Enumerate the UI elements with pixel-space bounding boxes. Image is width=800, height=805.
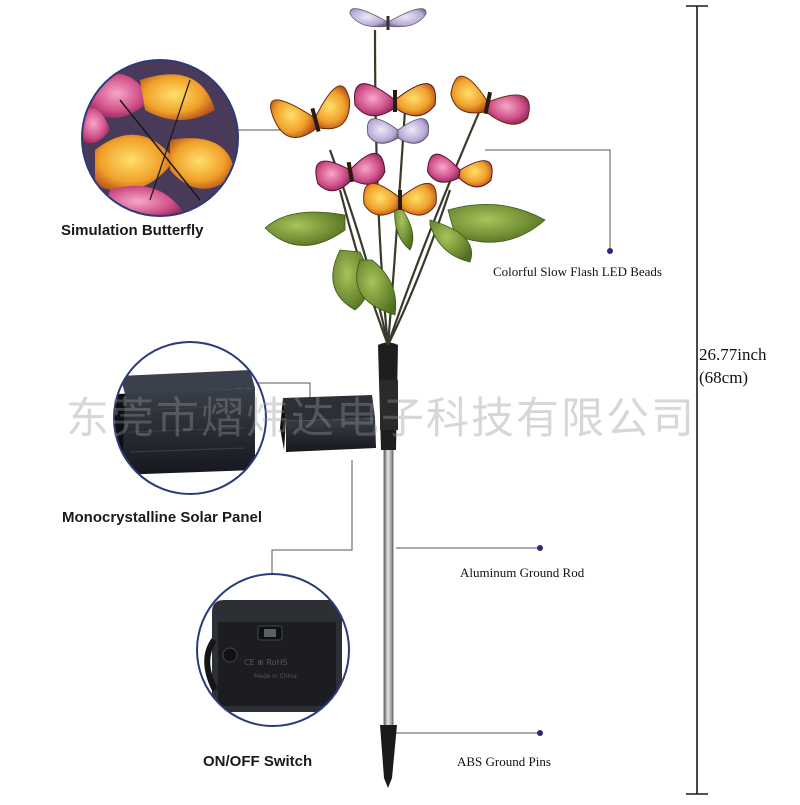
height-dimension-line bbox=[686, 5, 708, 795]
butterfly-left-orange bbox=[270, 85, 351, 138]
butterfly-center-pink bbox=[354, 83, 436, 117]
zoom-circle-solar-panel bbox=[113, 341, 267, 495]
company-watermark: 东莞市熠炜达电子科技有限公司 bbox=[66, 394, 696, 444]
butterfly-lower-pink bbox=[315, 153, 386, 192]
svg-text:Made in China: Made in China bbox=[254, 673, 297, 680]
leader-lines bbox=[232, 129, 611, 734]
label-solar-panel: Monocrystalline Solar Panel bbox=[62, 509, 263, 526]
butterfly-lavender bbox=[366, 118, 430, 144]
leader-end-dots bbox=[537, 248, 613, 736]
butterfly-right-pink bbox=[426, 153, 493, 188]
label-led-beads: Colorful Slow Flash LED Beads bbox=[493, 264, 662, 279]
ground-pin bbox=[380, 725, 397, 788]
butterfly-right-orange bbox=[450, 75, 530, 125]
leaves bbox=[264, 198, 546, 316]
ground-rod bbox=[378, 342, 398, 731]
leader-led bbox=[485, 149, 611, 250]
label-ground-pins: ABS Ground Pins bbox=[457, 754, 551, 769]
zoom-circle-switch: CE ⊕ RoHS Made in China bbox=[196, 573, 350, 727]
label-ground-rod: Aluminum Ground Rod bbox=[460, 565, 585, 580]
dimension-inch: 26.77inch bbox=[699, 345, 767, 364]
dimension-cm: (68cm) bbox=[699, 368, 749, 387]
zoom-circle-butterfly bbox=[81, 59, 239, 217]
leader-solar bbox=[250, 382, 311, 400]
butterfly-top bbox=[349, 8, 427, 30]
butterfly-lower-orange bbox=[363, 182, 437, 216]
solar-panel bbox=[280, 395, 376, 452]
svg-text:CE ⊕ RoHS: CE ⊕ RoHS bbox=[244, 658, 288, 667]
butterfly-cluster bbox=[270, 8, 530, 216]
label-on-off-switch: ON/OFF Switch bbox=[203, 753, 313, 770]
label-simulation-butterfly: Simulation Butterfly bbox=[61, 222, 204, 239]
